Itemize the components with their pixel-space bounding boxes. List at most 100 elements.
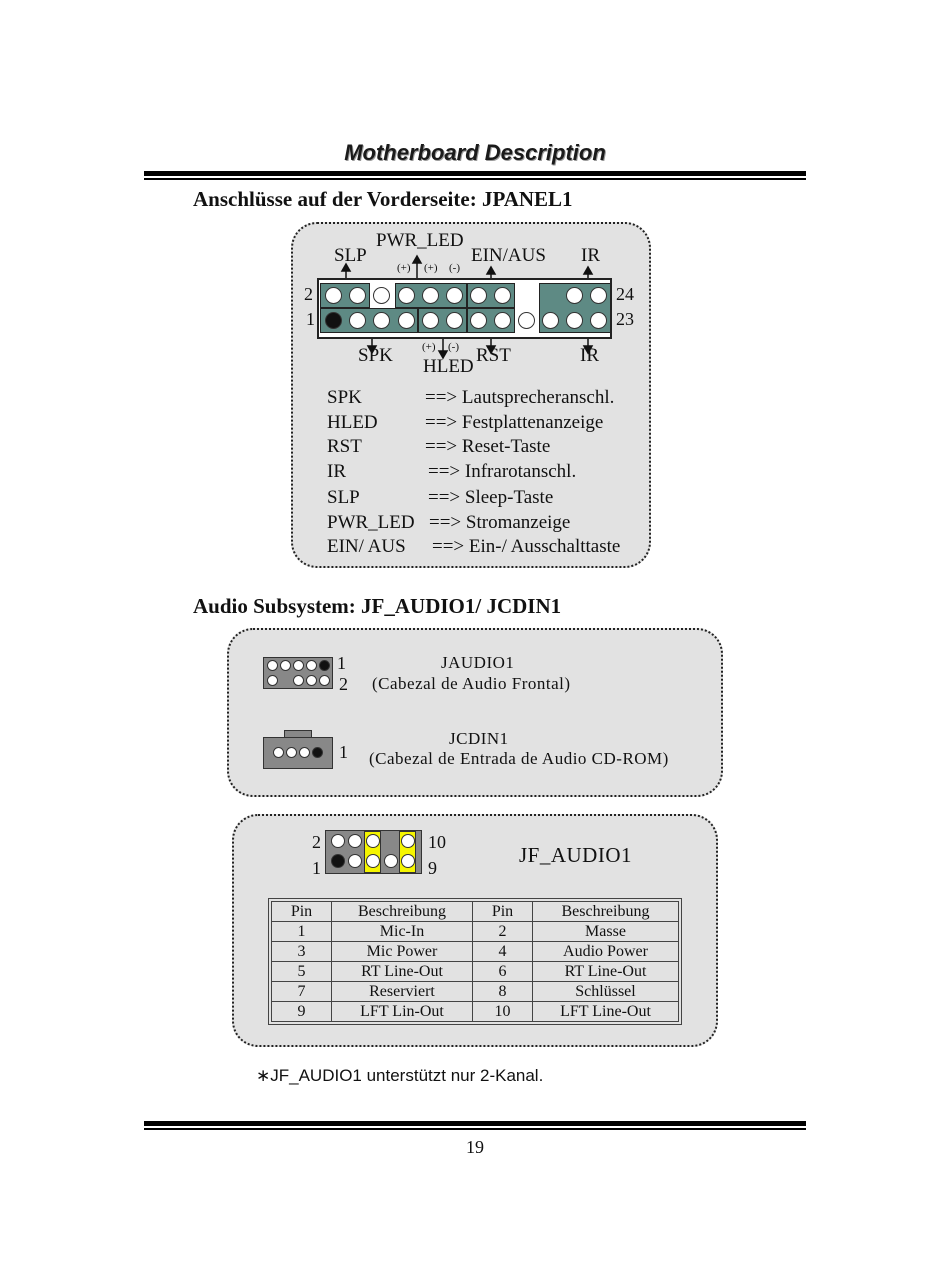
jaudio-pin-num-2: 2 <box>339 674 348 694</box>
jcdin-pin <box>286 747 297 758</box>
legend-arrow: ==> <box>425 412 458 433</box>
jf-pin-num-10: 10 <box>428 832 446 852</box>
pin-3 <box>349 312 366 329</box>
legend-desc: Infrarotanschl. <box>464 461 577 482</box>
legend-desc: Reset-Taste <box>461 436 551 457</box>
table-cell: RT Line-Out <box>532 961 679 982</box>
jcdin1-name: JCDIN1 <box>449 729 509 748</box>
jaudio-pin-1 <box>319 660 330 671</box>
legend-row: SLP ==> Sleep-Taste <box>327 487 553 509</box>
footer-rule-thin <box>144 1128 806 1130</box>
table-cell: 3 <box>271 941 332 962</box>
legend-arrow: ==> <box>429 512 462 533</box>
table-header-cell: Beschreibung <box>532 901 679 922</box>
jf-pin-5 <box>366 854 380 868</box>
jaudio-pin <box>319 675 330 686</box>
jf-pin-10 <box>401 834 415 848</box>
pin-22 <box>566 287 583 304</box>
label-hled-bottom: HLED <box>423 356 474 377</box>
table-cell: 6 <box>472 961 533 982</box>
header-rule <box>144 171 806 176</box>
pin-6 <box>373 287 390 304</box>
jaudio-pin <box>293 675 304 686</box>
pin-1 <box>325 312 342 329</box>
jpanel-pin-num-1: 1 <box>306 309 315 329</box>
pin-12 <box>446 287 463 304</box>
jaudio-pin-num-1: 1 <box>337 653 346 673</box>
legend-row: SPK ==> Lautsprecheranschl. <box>327 387 614 409</box>
label-ein-aus: EIN/AUS <box>471 245 546 266</box>
table-header-cell: Pin <box>271 901 332 922</box>
jaudio-pin <box>267 675 278 686</box>
sign-minus-hled: (-) <box>448 341 459 353</box>
legend-desc: Lautsprecheranschl. <box>461 387 615 408</box>
jf-audio-pin-table: Pin Beschreibung Pin Beschreibung 1 Mic-… <box>271 901 679 1022</box>
pin-7 <box>398 312 415 329</box>
sign-plus-2: (+) <box>424 262 438 274</box>
jpanel-heading: Anschlüsse auf der Vorderseite: JPANEL1 <box>193 187 573 211</box>
table-row: 5 RT Line-Out 6 RT Line-Out <box>271 961 679 982</box>
sign-plus-hled: (+) <box>422 341 436 353</box>
jaudio1-desc: (Cabezal de Audio Frontal) <box>372 674 571 693</box>
legend-arrow: ==> <box>425 387 458 408</box>
jpanel-pin-num-24: 24 <box>616 284 634 304</box>
pin-10 <box>422 287 439 304</box>
jaudio-pin <box>293 660 304 671</box>
jf-pin-num-9: 9 <box>428 858 437 878</box>
table-cell: 7 <box>271 981 332 1002</box>
jf-pin-9 <box>401 854 415 868</box>
sign-minus-1: (-) <box>449 262 460 274</box>
table-cell: LFT Lin-Out <box>331 1001 473 1022</box>
legend-key: RST <box>327 436 362 457</box>
legend-row: EIN/ AUS ==> Ein-/ Ausschalttaste <box>327 536 620 558</box>
pin-4 <box>349 287 366 304</box>
table-header-cell: Beschreibung <box>331 901 473 922</box>
legend-row: HLED==> Festplattenanzeige <box>327 412 603 434</box>
table-cell: 8 <box>472 981 533 1002</box>
jaudio-pin <box>306 660 317 671</box>
label-ir-top: IR <box>581 245 600 266</box>
jcdin1-desc: (Cabezal de Entrada de Audio CD-ROM) <box>369 749 669 768</box>
legend-arrow: ==> <box>425 436 458 457</box>
table-cell: Schlüssel <box>532 981 679 1002</box>
pin-24 <box>590 287 607 304</box>
pin-5 <box>373 312 390 329</box>
page-number: 19 <box>466 1137 484 1157</box>
table-cell: 10 <box>472 1001 533 1022</box>
table-cell: Masse <box>532 921 679 942</box>
pin-13 <box>470 312 487 329</box>
pin-23 <box>590 312 607 329</box>
jcdin-pin-num-1: 1 <box>339 742 348 762</box>
legend-desc: Sleep-Taste <box>464 487 554 508</box>
pin-8 <box>398 287 415 304</box>
legend-arrow: ==> <box>432 536 465 557</box>
table-cell: Mic Power <box>331 941 473 962</box>
legend-arrow: ==> <box>428 487 461 508</box>
legend-key: IR <box>327 461 346 482</box>
table-cell: 1 <box>271 921 332 942</box>
jf-pin-1 <box>331 854 345 868</box>
pin-21 <box>566 312 583 329</box>
pin-9 <box>422 312 439 329</box>
pin-15 <box>494 312 511 329</box>
legend-desc: Stromanzeige <box>465 512 571 533</box>
legend-row: PWR_LED ==> Stromanzeige <box>327 512 570 534</box>
page-header-title: Motherboard Description <box>344 140 606 165</box>
jf-pin-2 <box>331 834 345 848</box>
jf-pin-6 <box>366 834 380 848</box>
table-row: 3 Mic Power 4 Audio Power <box>271 941 679 962</box>
table-cell: 4 <box>472 941 533 962</box>
table-cell: Mic-In <box>331 921 473 942</box>
legend-key: PWR_LED <box>327 512 415 533</box>
table-cell: RT Line-Out <box>331 961 473 982</box>
table-cell: Reserviert <box>331 981 473 1002</box>
legend-key: SLP <box>327 487 360 508</box>
legend-desc: Ein-/ Ausschalttaste <box>468 536 621 557</box>
legend-key: SPK <box>327 387 362 408</box>
jf-pin-num-1: 1 <box>312 858 321 878</box>
legend-key: EIN/ AUS <box>327 536 406 557</box>
table-header-cell: Pin <box>472 901 533 922</box>
jf-pin-4 <box>348 834 362 848</box>
footer-rule <box>144 1121 806 1126</box>
jaudio-pin <box>280 660 291 671</box>
